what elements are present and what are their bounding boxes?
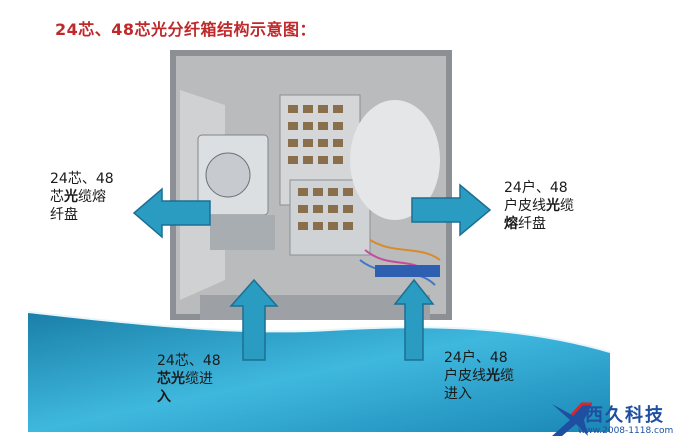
label-fragment: 户皮线 xyxy=(504,198,546,214)
label-line: 户皮线光缆 xyxy=(504,197,574,215)
label-line: 纤盘 xyxy=(50,207,78,223)
label-line: 24户、48 xyxy=(504,180,568,196)
label-fragment: 光 xyxy=(546,198,560,214)
label-line: 24芯、48 xyxy=(50,171,114,187)
label-fragment: 缆 xyxy=(560,198,574,214)
label-line: 熔纤盘 xyxy=(504,215,574,233)
label-fragment: 光 xyxy=(64,189,78,205)
distribution-box-photo xyxy=(170,50,452,320)
arrow-up-left xyxy=(229,278,279,361)
arrow-up-right xyxy=(393,278,435,361)
label-drop-cable-entry: 24户、48 户皮线光缆 进入 xyxy=(444,349,514,403)
label-fragment: 缆进 xyxy=(185,371,213,387)
brand-url: www.2008-1118.com xyxy=(578,426,674,436)
brand-name: 西久科技 xyxy=(585,405,665,426)
label-fiber-splice-tray-out: 24户、48 户皮线光缆 熔纤盘 xyxy=(504,179,574,233)
label-fragment: 缆 xyxy=(500,368,514,384)
page-title: 24芯、48芯光分纤箱结构示意图： xyxy=(55,20,317,39)
arrow-left xyxy=(132,187,211,239)
label-line: 24户、48 xyxy=(444,350,508,366)
label-fragment: 光 xyxy=(486,368,500,384)
label-fragment: 光 xyxy=(171,371,185,387)
label-line: 进入 xyxy=(444,386,472,402)
label-fragment: 熔 xyxy=(504,216,518,232)
label-fragment: 入 xyxy=(157,389,171,405)
label-line: 入 xyxy=(157,388,221,406)
label-line: 芯光缆熔 xyxy=(50,188,114,206)
label-fragment: 纤盘 xyxy=(518,216,546,232)
label-fragment: 户皮线 xyxy=(444,368,486,384)
label-line: 户皮线光缆 xyxy=(444,367,514,385)
brand-logo-icon xyxy=(552,402,592,436)
label-fragment: 芯 xyxy=(157,371,171,387)
label-fiber-splice-tray-in: 24芯、48 芯光缆熔 纤盘 xyxy=(50,170,114,224)
arrow-right xyxy=(411,183,492,237)
label-fragment: 芯 xyxy=(50,189,64,205)
label-cable-entry: 24芯、48 芯光缆进 入 xyxy=(157,352,221,406)
label-line: 24芯、48 xyxy=(157,353,221,369)
label-line: 芯光缆进 xyxy=(157,370,221,388)
label-fragment: 缆熔 xyxy=(78,189,106,205)
